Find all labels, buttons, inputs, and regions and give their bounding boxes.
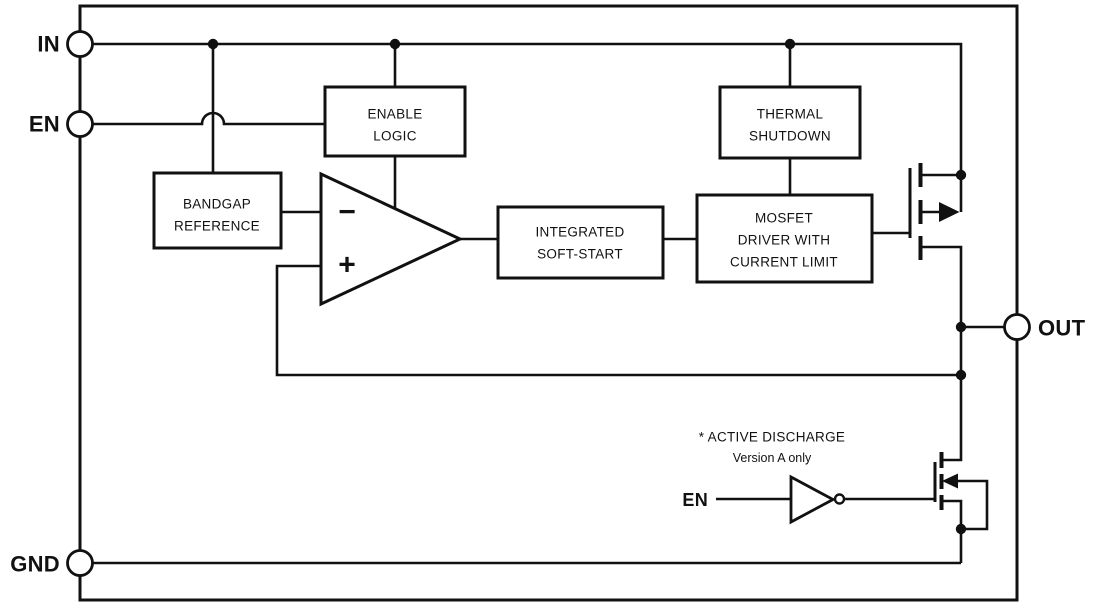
pin-en bbox=[66, 110, 94, 138]
block-enable-line2: LOGIC bbox=[373, 129, 417, 144]
junction-dot bbox=[955, 169, 967, 181]
block-enable-box bbox=[323, 85, 467, 158]
junction-dot bbox=[955, 369, 967, 381]
junction-dots bbox=[207, 38, 967, 535]
wire-out-node bbox=[920, 245, 963, 462]
amp-inverting-input-sign: − bbox=[338, 196, 356, 229]
pins bbox=[66, 30, 1031, 577]
discharge-en-label: EN bbox=[682, 490, 708, 510]
block-integrated-soft-start: INTEGRATED SOFT-START bbox=[496, 205, 665, 280]
pin-out-label: OUT bbox=[1038, 316, 1086, 341]
inverter-gate bbox=[789, 474, 846, 525]
pin-in-label: IN bbox=[37, 32, 60, 57]
block-thermal-line2: SHUTDOWN bbox=[749, 129, 831, 144]
block-enable-line1: ENABLE bbox=[367, 107, 422, 122]
amp-noninverting-input-sign: + bbox=[338, 249, 356, 282]
block-softstart-box bbox=[496, 205, 665, 280]
wire-en-to-enable-logic bbox=[93, 111, 328, 126]
pin-gnd bbox=[66, 549, 94, 577]
pin-out bbox=[1003, 313, 1031, 341]
block-bandgap-reference: BANDGAP REFERENCE bbox=[152, 171, 283, 250]
wire-in-rail bbox=[93, 42, 963, 212]
block-thermal-box bbox=[718, 85, 862, 160]
discharge-mosfet-symbol bbox=[933, 452, 958, 510]
block-thermal-shutdown: THERMAL SHUTDOWN bbox=[718, 85, 862, 160]
pin-gnd-label: GND bbox=[10, 552, 60, 577]
body-diode-icon bbox=[939, 202, 960, 222]
block-enable-logic: ENABLE LOGIC bbox=[323, 85, 467, 158]
wires bbox=[93, 42, 1005, 565]
block-driver-line3: CURRENT LIMIT bbox=[730, 255, 838, 270]
inverter-triangle bbox=[789, 474, 836, 525]
junction-dot bbox=[784, 38, 796, 50]
pin-in bbox=[66, 30, 94, 58]
pass-mosfet-symbol bbox=[908, 163, 960, 260]
block-bandgap-line2: REFERENCE bbox=[174, 219, 260, 234]
junction-dot bbox=[955, 321, 967, 333]
block-mosfet-driver: MOSFET DRIVER WITH CURRENT LIMIT bbox=[695, 193, 874, 284]
inverter-bubble-icon bbox=[833, 493, 846, 505]
wire-feedback bbox=[275, 264, 961, 377]
junction-dot bbox=[955, 523, 967, 535]
junction-dot bbox=[207, 38, 219, 50]
discharge-body-arrow-icon bbox=[942, 473, 958, 489]
pin-en-label: EN bbox=[29, 112, 60, 137]
error-amplifier: − + bbox=[319, 171, 464, 307]
junction-dot bbox=[389, 38, 401, 50]
block-thermal-line1: THERMAL bbox=[757, 107, 824, 122]
block-bandgap-box bbox=[152, 171, 283, 250]
wire-discharge-body-tie bbox=[957, 479, 989, 531]
block-driver-line1: MOSFET bbox=[755, 211, 813, 226]
error-amplifier-triangle bbox=[319, 171, 464, 307]
block-softstart-line2: SOFT-START bbox=[537, 247, 623, 262]
block-driver-box bbox=[695, 193, 874, 284]
active-discharge-note-line2: Version A only bbox=[733, 451, 812, 465]
wire-discharge-source bbox=[941, 499, 963, 563]
chip-outline bbox=[78, 4, 1019, 602]
block-driver-line2: DRIVER WITH bbox=[738, 233, 831, 248]
block-bandgap-line1: BANDGAP bbox=[183, 197, 251, 212]
block-softstart-line1: INTEGRATED bbox=[535, 225, 624, 240]
active-discharge-note-line1: * ACTIVE DISCHARGE bbox=[699, 430, 845, 445]
